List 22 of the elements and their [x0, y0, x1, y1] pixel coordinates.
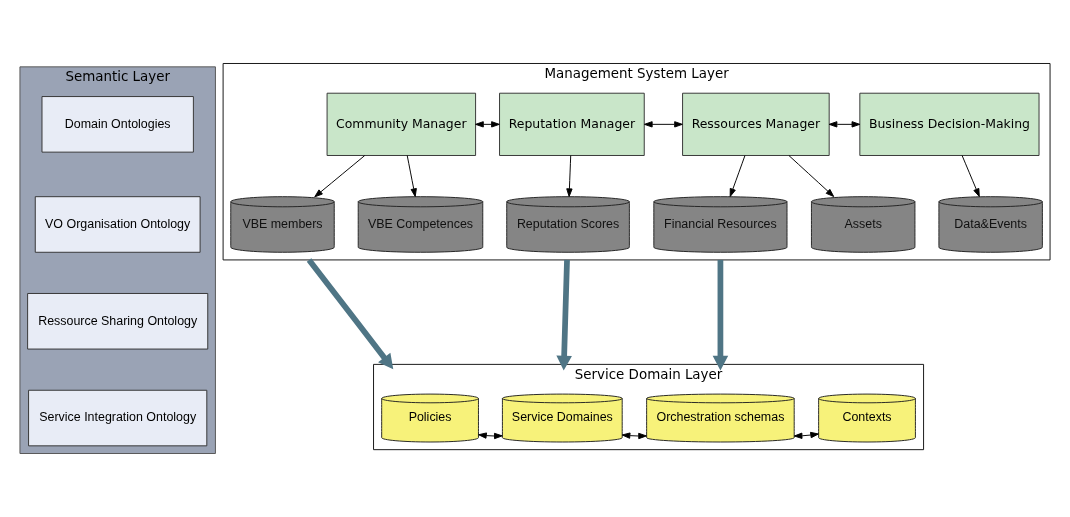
arrow [712, 259, 729, 371]
arrow [729, 155, 746, 197]
arrow [406, 155, 417, 197]
arrow [306, 258, 394, 370]
node-box: VO Organisation Ontology [34, 196, 201, 253]
arrow [788, 155, 835, 197]
arrow [961, 155, 980, 197]
node-box: Domain Ontologies [41, 96, 194, 153]
arrow [828, 121, 861, 128]
node-box: Ressources Manager [682, 92, 830, 156]
arrow [793, 431, 819, 439]
arrow [644, 121, 683, 128]
arrow [556, 259, 572, 371]
node-box: Business Decision-Making [859, 92, 1040, 156]
node-box: Service Integration Ontology [28, 389, 208, 447]
node-box: Reputation Manager [499, 92, 645, 156]
arrow [566, 155, 573, 197]
arrow [478, 432, 503, 440]
node-box: Ressource Sharing Ontology [27, 293, 209, 350]
arrow [621, 432, 647, 440]
node-box: Community Manager [326, 92, 477, 156]
arrow [314, 155, 366, 198]
